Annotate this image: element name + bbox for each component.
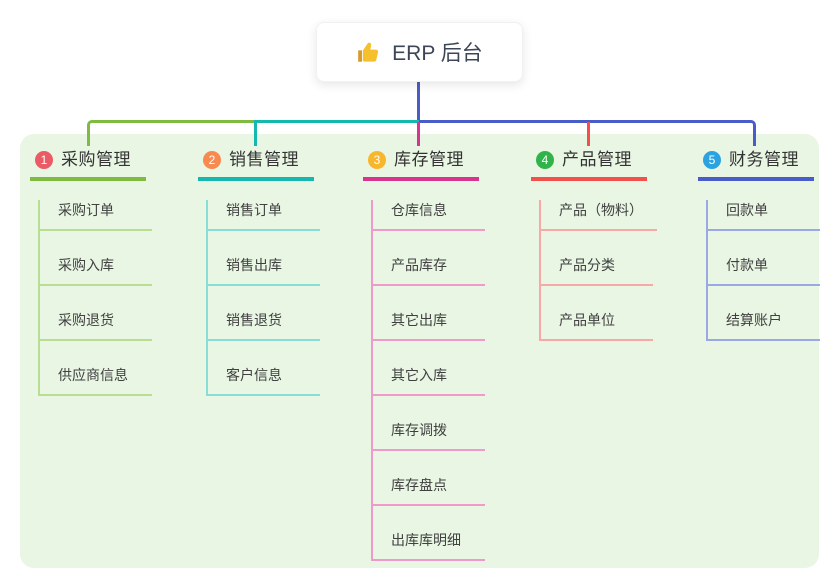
child-node[interactable]: 出库库明细	[373, 530, 485, 561]
branch-1: 1 采购管理 采购订单采购入库采购退货供应商信息	[30, 148, 195, 396]
branch-title: 销售管理	[229, 150, 299, 169]
branch-node[interactable]: 4 产品管理	[531, 148, 647, 181]
thumbs-up-icon	[356, 39, 382, 65]
child-node[interactable]: 付款单	[708, 255, 820, 286]
branch-children: 产品（物料） 产品分类产品单位	[539, 200, 657, 341]
branch-number-badge: 1	[35, 151, 53, 169]
child-node[interactable]: 库存盘点	[373, 475, 485, 506]
child-node[interactable]: 其它入库	[373, 365, 485, 396]
branch-title: 库存管理	[394, 150, 464, 169]
branch-number-badge: 2	[203, 151, 221, 169]
branch-children: 采购订单采购入库采购退货供应商信息	[38, 200, 152, 396]
branch-3: 3 库存管理 仓库信息产品库存其它出库其它入库库存调拨库存盘点出库库明细	[363, 148, 528, 561]
child-node[interactable]: 回款单	[708, 200, 820, 231]
child-node[interactable]: 采购入库	[40, 255, 152, 286]
child-node[interactable]: 销售出库	[208, 255, 320, 286]
branch-title: 采购管理	[61, 150, 131, 169]
bus-line-left	[87, 120, 254, 146]
branch-children: 仓库信息产品库存其它出库其它入库库存调拨库存盘点出库库明细	[371, 200, 485, 561]
child-node[interactable]: 客户信息	[208, 365, 320, 396]
bus-line-middle	[254, 120, 419, 146]
branch-node[interactable]: 2 销售管理	[198, 148, 314, 181]
root-label: ERP 后台	[392, 42, 483, 65]
bus-line-right	[419, 120, 756, 146]
branch-title: 财务管理	[729, 150, 799, 169]
branch-node[interactable]: 5 财务管理	[698, 148, 814, 181]
branch-number-badge: 3	[368, 151, 386, 169]
drop-line-product	[587, 122, 590, 146]
branch-node[interactable]: 3 库存管理	[363, 148, 479, 181]
branch-title: 产品管理	[562, 150, 632, 169]
child-node[interactable]: 采购订单	[40, 200, 152, 231]
child-node[interactable]: 销售退货	[208, 310, 320, 341]
branch-number-badge: 4	[536, 151, 554, 169]
child-node[interactable]: 销售订单	[208, 200, 320, 231]
child-node[interactable]: 采购退货	[40, 310, 152, 341]
branch-4: 4 产品管理 产品（物料） 产品分类产品单位	[531, 148, 696, 341]
branch-node[interactable]: 1 采购管理	[30, 148, 146, 181]
child-node[interactable]: 产品分类	[541, 255, 653, 286]
branch-children: 回款单付款单结算账户	[706, 200, 820, 341]
branch-children: 销售订单销售出库销售退货客户信息	[206, 200, 320, 396]
branch-2: 2 销售管理 销售订单销售出库销售退货客户信息	[198, 148, 363, 396]
drop-line-inventory	[417, 122, 420, 146]
branch-5: 5 财务管理 回款单付款单结算账户	[698, 148, 839, 341]
child-node[interactable]: 结算账户	[708, 310, 820, 341]
child-node[interactable]: 其它出库	[373, 310, 485, 341]
background-panel	[20, 134, 819, 568]
child-node[interactable]: 库存调拨	[373, 420, 485, 451]
branch-number-badge: 5	[703, 151, 721, 169]
child-node[interactable]: 供应商信息	[40, 365, 152, 396]
child-node[interactable]: 产品库存	[373, 255, 485, 286]
child-node[interactable]: 产品（物料）	[541, 200, 657, 231]
root-node[interactable]: ERP 后台	[316, 22, 523, 82]
root-connector-line	[417, 81, 420, 120]
child-node[interactable]: 产品单位	[541, 310, 653, 341]
child-node[interactable]: 仓库信息	[373, 200, 485, 231]
